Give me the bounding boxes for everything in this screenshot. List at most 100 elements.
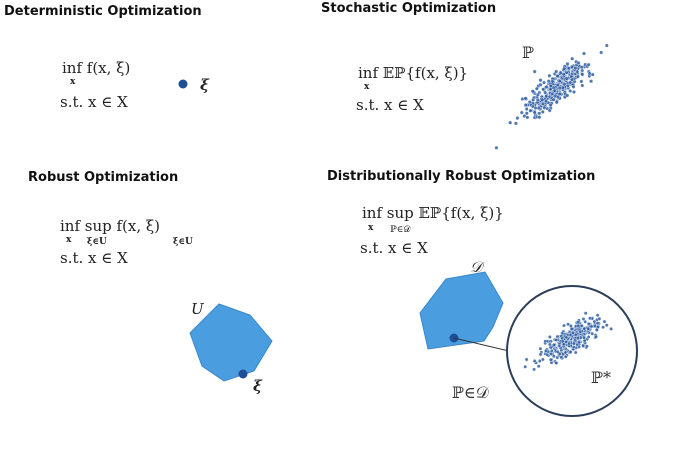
sample-point (543, 339, 548, 344)
sample-point (508, 120, 513, 125)
deterministic-point-label: ξ (200, 76, 210, 94)
dro-title: Distributionally Robust Optimization (327, 169, 596, 184)
dro-objective-subscript-inf: x (368, 223, 374, 233)
sample-point (561, 342, 566, 347)
sample-point (579, 65, 584, 70)
deterministic-objective-subscript: x (70, 77, 76, 87)
sample-point (562, 66, 567, 71)
worst-case-distribution-label: ℙ* (591, 368, 611, 387)
sample-point (595, 328, 599, 332)
sample-point (555, 74, 560, 79)
sample-point (576, 60, 581, 65)
stochastic-constraint: s.t. x ∈ X (356, 96, 424, 114)
sample-point (532, 367, 536, 372)
dro-membership-label: ℙ∈𝒟 (452, 383, 489, 402)
sample-point (557, 78, 562, 83)
sample-point (576, 323, 581, 328)
sample-point (554, 100, 559, 105)
sample-point (581, 343, 585, 348)
dro-objective-subscript-sup: ℙ∈𝒟 (390, 225, 411, 235)
sample-point (543, 90, 548, 95)
sample-point (567, 341, 572, 346)
sample-point (571, 330, 575, 335)
sample-point (609, 326, 613, 331)
robust-title: Robust Optimization (28, 170, 179, 185)
robust-constraint: s.t. x ∈ X (60, 249, 128, 267)
sample-point (586, 326, 591, 331)
sample-point (560, 85, 565, 90)
sample-point (586, 334, 591, 339)
sample-point (515, 116, 520, 121)
sample-point (572, 89, 577, 94)
robust-objective: inf sup f(x, ξ) (60, 217, 160, 235)
sample-point (531, 97, 536, 102)
sample-point (568, 80, 573, 85)
sample-point (589, 79, 594, 84)
sample-point (538, 346, 543, 351)
sample-point (563, 354, 568, 359)
sample-point (536, 364, 541, 369)
sample-point (537, 359, 542, 363)
stochastic-distribution-label: ℙ (522, 43, 534, 62)
sample-point (589, 324, 594, 329)
sample-point (559, 355, 564, 360)
sample-point (544, 84, 549, 89)
sample-point (565, 61, 570, 66)
sample-point (562, 323, 566, 328)
sample-point (546, 79, 551, 84)
sample-point (592, 319, 597, 324)
sample-point (534, 86, 539, 91)
sample-point (564, 70, 569, 75)
sample-point (528, 108, 533, 113)
sample-point (587, 71, 592, 76)
sample-point (597, 316, 602, 321)
sample-point (563, 350, 568, 355)
sample-point (568, 88, 573, 93)
sample-point (540, 101, 545, 106)
sample-point (541, 357, 545, 362)
ambiguity-set-D (419, 271, 504, 350)
robust-aside-label: ξ∈U (173, 237, 193, 247)
robust-worst-point (238, 369, 248, 379)
sample-point (535, 92, 540, 97)
sample-point (537, 115, 542, 120)
sample-point (562, 82, 567, 87)
dro-objective: inf sup 𝔼ℙ{f(x, ξ)} (362, 204, 504, 222)
sample-point (513, 121, 518, 126)
sample-point (555, 349, 560, 354)
sample-point (550, 79, 555, 84)
sample-point (565, 93, 570, 98)
sample-point (583, 319, 588, 324)
stochastic-sample-cloud (494, 43, 609, 150)
sample-point (523, 364, 528, 369)
worst-case-sample-cloud (523, 311, 613, 372)
sample-point (525, 115, 530, 120)
sample-point (552, 88, 557, 93)
sample-point (551, 343, 556, 347)
ambiguity-set-label: 𝒟 (470, 258, 485, 276)
sample-point (564, 76, 569, 81)
sample-point (558, 70, 563, 75)
sample-point (579, 79, 584, 84)
sample-point (604, 323, 609, 328)
sample-point (585, 344, 589, 349)
sample-point (532, 69, 537, 74)
sample-point (580, 68, 585, 73)
stochastic-objective: inf 𝔼ℙ{f(x, ξ)} (358, 64, 468, 82)
sample-point (594, 334, 598, 339)
sample-point (580, 83, 585, 88)
sample-point (575, 74, 580, 79)
dro-formulation: inf sup 𝔼ℙ{f(x, ξ)} x ℙ∈𝒟 s.t. x ∈ X (360, 204, 504, 257)
sample-point (576, 336, 580, 341)
deterministic-constraint: s.t. x ∈ X (60, 93, 128, 111)
deterministic-objective: inf f(x, ξ) (62, 59, 130, 77)
sample-point (595, 321, 600, 326)
sample-point (548, 103, 553, 108)
sample-point (544, 94, 549, 99)
sample-point (524, 357, 529, 362)
sample-point (595, 313, 600, 318)
robust-objective-subscript-inf: x (66, 235, 72, 245)
sample-point (586, 321, 591, 326)
sample-point (583, 311, 588, 316)
sample-point (547, 108, 552, 113)
